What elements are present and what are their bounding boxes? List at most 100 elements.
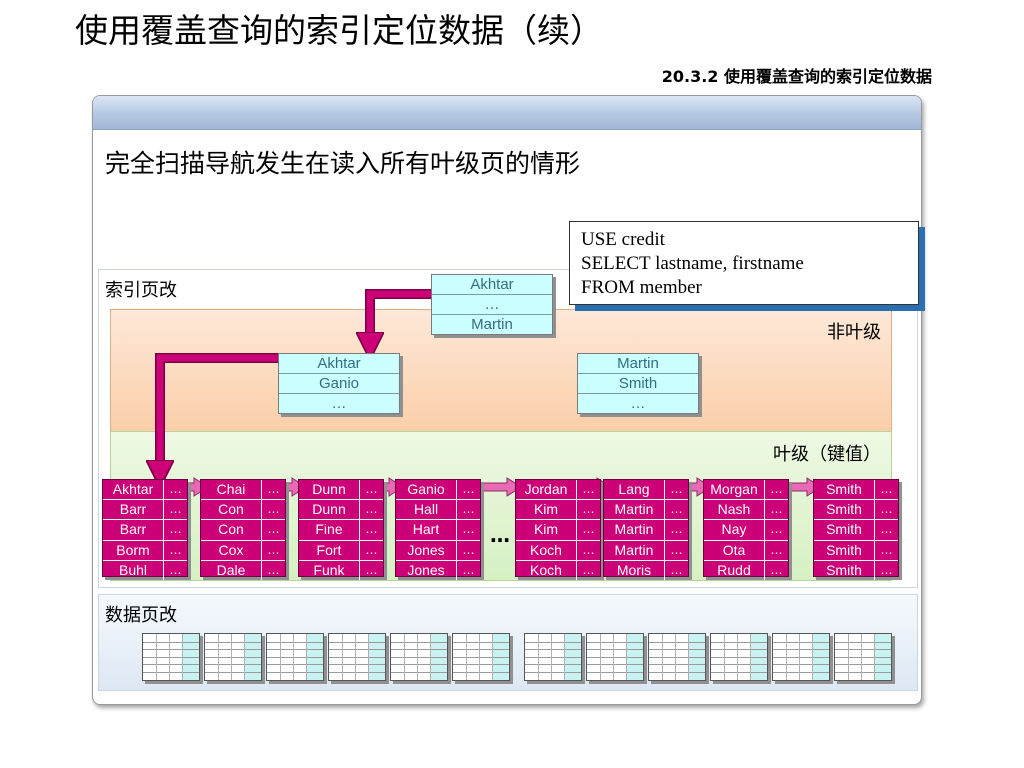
data-page bbox=[452, 633, 510, 681]
leaf-key: Jordan bbox=[516, 480, 577, 500]
leaf-level-label: 叶级（键值） bbox=[773, 444, 881, 465]
leaf-key: Con bbox=[201, 520, 262, 540]
leaf-key: Rudd bbox=[704, 560, 765, 580]
leaf-row-dots: … bbox=[582, 482, 595, 496]
leaf-key: Smith bbox=[814, 560, 875, 580]
leaf-key: Koch bbox=[516, 540, 577, 560]
leaf-row: Dunn… bbox=[299, 480, 383, 501]
leaf-key: Ganio bbox=[396, 480, 457, 500]
leaf-row-dots: … bbox=[670, 542, 683, 557]
leaf-row: Con … bbox=[201, 520, 285, 541]
leaf-row: Borm… bbox=[103, 540, 187, 561]
leaf-row: Barr … bbox=[103, 500, 187, 521]
leaf-row-dots: … bbox=[169, 502, 182, 517]
data-page bbox=[328, 633, 386, 681]
leaf-row: Cox… bbox=[201, 540, 285, 561]
nonleaf-node-entry: Akhtar bbox=[279, 354, 399, 374]
leaf-key: Barr bbox=[103, 500, 164, 520]
leaf-key: Smith bbox=[814, 480, 875, 500]
leaf-key: Borm bbox=[103, 540, 164, 560]
leaf-row-dots: … bbox=[169, 522, 182, 537]
leaf-key: Martin bbox=[604, 540, 665, 560]
leaf-page: Dunn…Dunn…Fine…Fort…Funk… bbox=[298, 479, 384, 580]
leaf-row-dots: … bbox=[582, 522, 595, 537]
leaf-page: Jordan…Kim…Kim…Koch…Koch… bbox=[515, 479, 601, 580]
leaf-row: Hall… bbox=[396, 500, 480, 521]
leaf-row-dots: … bbox=[169, 562, 182, 577]
leaf-row: Moris… bbox=[604, 560, 688, 580]
leaf-row-dots: … bbox=[169, 482, 182, 496]
leaf-row-dots: … bbox=[880, 482, 893, 496]
leaf-key: Morgan bbox=[704, 480, 765, 500]
leaf-row: Ganio … bbox=[396, 480, 480, 501]
nonleaf-node-entry: Martin bbox=[578, 354, 698, 374]
nonleaf-node-2: Martin Smith … bbox=[577, 353, 699, 414]
leaf-row-dots: … bbox=[365, 502, 378, 517]
leaf-key: Jones bbox=[396, 540, 457, 560]
leaf-page: Morgan … Nash…Nay…Ota …Rudd… bbox=[703, 479, 789, 580]
data-pages-label: 数据页改 bbox=[105, 605, 177, 626]
leaf-key: Martin bbox=[604, 500, 665, 520]
leaf-row-dots: … bbox=[365, 482, 378, 496]
leaf-row-dots: … bbox=[880, 522, 893, 537]
leaf-row: Jordan … bbox=[516, 480, 600, 501]
root-to-nonleaf-arrow bbox=[365, 289, 432, 352]
sql-line: SELECT lastname, firstname bbox=[581, 253, 804, 274]
data-page bbox=[204, 633, 262, 681]
nonleaf-node-entry: … bbox=[630, 395, 646, 412]
leaf-row-dots: … bbox=[582, 562, 595, 577]
leaf-row: Jones… bbox=[396, 540, 480, 561]
data-page bbox=[772, 633, 830, 681]
nonleaf-node-entry: Smith bbox=[578, 374, 698, 394]
page-title: 使用覆盖查询的索引定位数据（续） bbox=[75, 11, 603, 50]
data-page bbox=[524, 633, 582, 681]
root-index-node: Akhtar … Martin bbox=[431, 274, 553, 335]
leaf-row-dots: … bbox=[267, 522, 280, 537]
section-subtitle: 20.3.2 使用覆盖查询的索引定位数据 bbox=[661, 67, 932, 86]
data-page bbox=[710, 633, 768, 681]
leaf-row-dots: … bbox=[670, 482, 683, 496]
leaf-row: Martin… bbox=[604, 520, 688, 541]
index-pages-label: 索引页改 bbox=[105, 280, 177, 301]
leaf-row-dots: … bbox=[267, 542, 280, 557]
leaf-row: Smith… bbox=[814, 520, 898, 541]
leaf-row: Chai… bbox=[201, 480, 285, 501]
leaf-key: Dunn bbox=[299, 500, 360, 520]
leaf-page: Lang…Martin…Martin…Martin…Moris… bbox=[603, 479, 689, 580]
leaf-row: Nay… bbox=[704, 520, 788, 541]
leaf-key: Fort bbox=[299, 540, 360, 560]
leaf-row: Smith… bbox=[814, 560, 898, 580]
leaf-row-dots: … bbox=[670, 502, 683, 517]
leaf-key: Buhl bbox=[103, 560, 164, 580]
leaf-page: Chai…Con…Con…Cox…Dale… bbox=[200, 479, 286, 580]
leaf-key: Funk bbox=[299, 560, 360, 580]
data-page bbox=[142, 633, 200, 681]
leaf-row: Dale… bbox=[201, 560, 285, 580]
leaf-key: Lang bbox=[604, 480, 665, 500]
leaf-row: Dunn … bbox=[299, 500, 383, 521]
panel-headline: 完全扫描导航发生在读入所有叶级页的情形 bbox=[105, 149, 581, 178]
leaf-row-dots: … bbox=[462, 482, 475, 496]
data-page bbox=[390, 633, 448, 681]
leaf-ellipsis: … bbox=[490, 523, 510, 547]
leaf-row: Barr … bbox=[103, 520, 187, 541]
leaf-row: Buhl … bbox=[103, 560, 187, 580]
leaf-row-dots: … bbox=[462, 502, 475, 517]
leaf-key: Ota bbox=[704, 540, 765, 560]
leaf-row: Martin … bbox=[604, 540, 688, 561]
leaf-key: Smith bbox=[814, 500, 875, 520]
leaf-row: Rudd… bbox=[704, 560, 788, 580]
nonleaf-to-leaf-arrow bbox=[155, 353, 280, 480]
leaf-key: Hart bbox=[396, 520, 457, 540]
leaf-key: Barr bbox=[103, 520, 164, 540]
leaf-row: Ota … bbox=[704, 540, 788, 561]
leaf-row-dots: … bbox=[770, 542, 783, 557]
leaf-row-dots: … bbox=[880, 502, 893, 517]
leaf-row: Jones… bbox=[396, 560, 480, 580]
sql-query-box: USE credit SELECT lastname, firstname FR… bbox=[569, 221, 919, 305]
leaf-row-dots: … bbox=[365, 542, 378, 557]
leaf-row-dots: … bbox=[267, 502, 280, 517]
leaf-row: Nash… bbox=[704, 500, 788, 521]
leaf-row: Fine… bbox=[299, 520, 383, 541]
